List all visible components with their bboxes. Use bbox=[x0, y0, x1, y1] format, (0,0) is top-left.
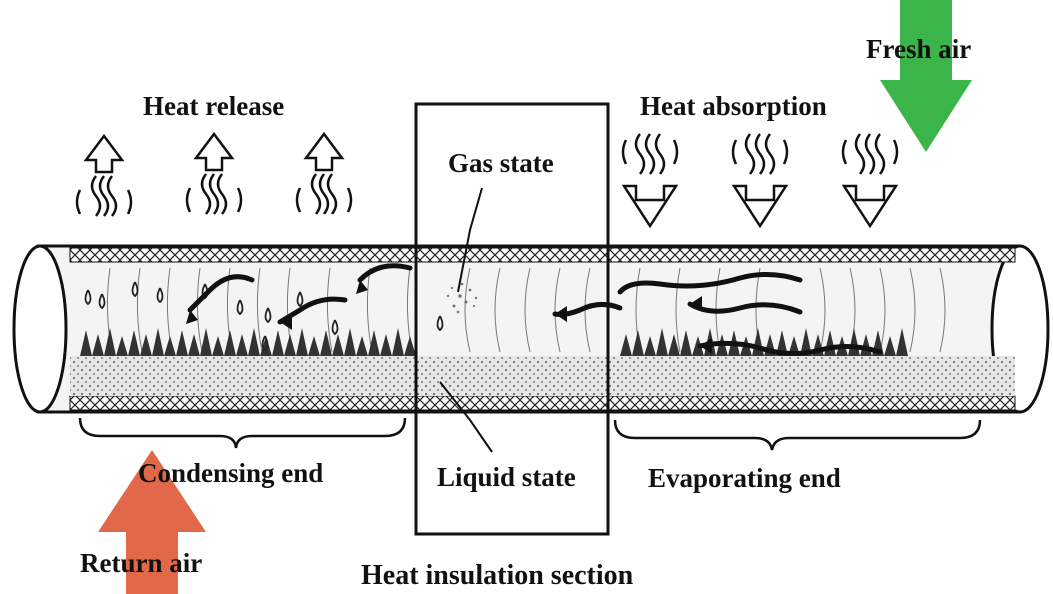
vapor-arrowheads bbox=[186, 280, 712, 354]
gas-plume bbox=[446, 282, 478, 314]
heat-release-label: Heat release bbox=[143, 91, 284, 121]
liquid-state-pointer bbox=[439, 381, 493, 453]
top-wick-band bbox=[69, 247, 1016, 263]
wavy-down-arrow-icon bbox=[621, 133, 679, 229]
fresh-air-label: Fresh air bbox=[866, 34, 971, 64]
wavy-up-arrow-icon bbox=[75, 133, 133, 217]
return-air-label: Return air bbox=[80, 548, 202, 578]
condensing-end-label: Condensing end bbox=[138, 458, 323, 488]
orange-up-arrow-icon bbox=[98, 450, 206, 594]
wavy-down-arrow-icon bbox=[731, 133, 789, 229]
condensing-end-brace bbox=[78, 417, 407, 449]
heat-absorption-label: Heat absorption bbox=[640, 91, 827, 121]
evaporating-end-brace bbox=[613, 419, 982, 451]
heat-absorption-arrows bbox=[621, 133, 899, 229]
evaporating-end-label: Evaporating end bbox=[648, 463, 841, 493]
liquid-state-label: Liquid state bbox=[437, 462, 576, 492]
bottom-wick-band bbox=[69, 395, 1016, 411]
heat-release-arrows bbox=[75, 131, 353, 217]
heat-insulation-section-label: Heat insulation section bbox=[361, 560, 634, 591]
wavy-up-arrow-icon bbox=[185, 131, 243, 215]
green-down-arrow-icon bbox=[880, 0, 972, 152]
insulation-section-box bbox=[414, 102, 610, 536]
gas-state-pointer bbox=[457, 187, 483, 293]
condensate-droplets bbox=[84, 281, 444, 352]
wavy-down-arrow-icon bbox=[841, 133, 899, 229]
gas-state-label: Gas state bbox=[448, 148, 554, 178]
wavy-up-arrow-icon bbox=[295, 131, 353, 215]
liquid-layer bbox=[70, 356, 1015, 396]
left-end-cap bbox=[12, 244, 68, 414]
heat-pipe-tube bbox=[12, 244, 1050, 414]
